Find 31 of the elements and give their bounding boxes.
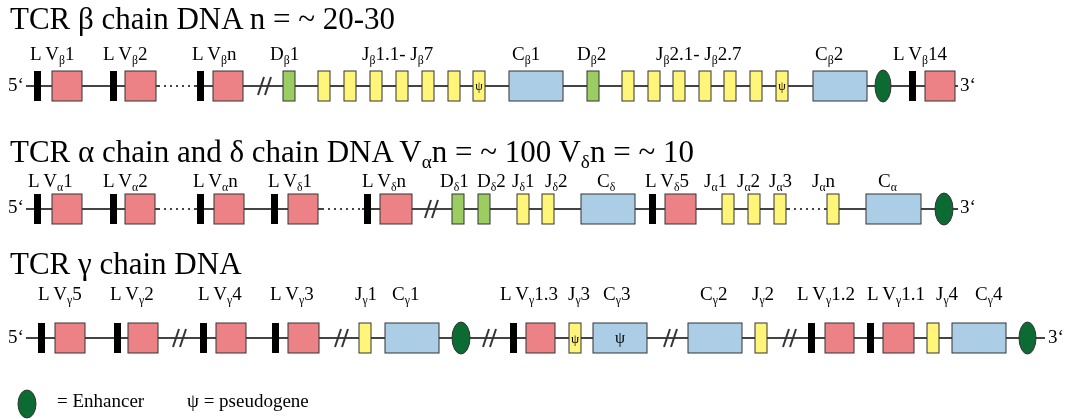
- segment-label: J$_{α}$n: [812, 171, 836, 190]
- segment-label: C$_{α}$: [878, 171, 897, 190]
- strand-end-label: 3‘: [1048, 327, 1064, 346]
- pseudogene-mark: ψ: [615, 330, 625, 346]
- segment-label: L V$_{δ}$5: [645, 171, 690, 190]
- strand-end-label: 5‘: [8, 75, 24, 94]
- section-heading: TCR γ chain DNA: [10, 248, 242, 279]
- strand-end-label: 5‘: [8, 197, 24, 216]
- segment-label: J$_{δ}$2: [545, 171, 568, 190]
- segment-label: L V$_{α}$n: [193, 171, 238, 190]
- segment-label: L V$_{δ}$n: [362, 171, 407, 190]
- strand-end-label: 5‘: [8, 327, 24, 346]
- pseudogene-mark: ψ: [475, 80, 483, 92]
- section-heading: TCR β chain DNA n = ~ 20-30: [10, 3, 395, 34]
- segment-label: L V$_{α}$2: [103, 171, 148, 190]
- section-heading: TCR α chain and δ chain DNA V$_{α}$n = ~ 100 V$_{δ}$n = ~ 10: [10, 136, 694, 167]
- segment-label: L V$_{α}$1: [28, 171, 73, 190]
- segment-label: J$_{δ}$1: [512, 171, 535, 190]
- legend-label: = Enhancer: [57, 391, 145, 410]
- segment-label: J$_{α}$1: [704, 171, 728, 190]
- segment-label: D$_{δ}$1: [440, 171, 469, 190]
- segment-label: J$_{α}$2: [737, 171, 761, 190]
- pseudogene-mark: ψ: [570, 331, 580, 345]
- pseudogene-mark: ψ: [778, 80, 786, 92]
- pseudogene-note: ψ = pseudogene: [187, 391, 309, 410]
- strand-end-label: 3‘: [960, 197, 976, 216]
- strand-end-label: 3‘: [960, 75, 976, 94]
- segment-label: L V$_{δ}$1: [268, 171, 313, 190]
- segment-label: D$_{δ}$2: [477, 171, 506, 190]
- segment-label: C$_{δ}$: [597, 171, 616, 190]
- segment-label: J$_{α}$3: [769, 171, 793, 190]
